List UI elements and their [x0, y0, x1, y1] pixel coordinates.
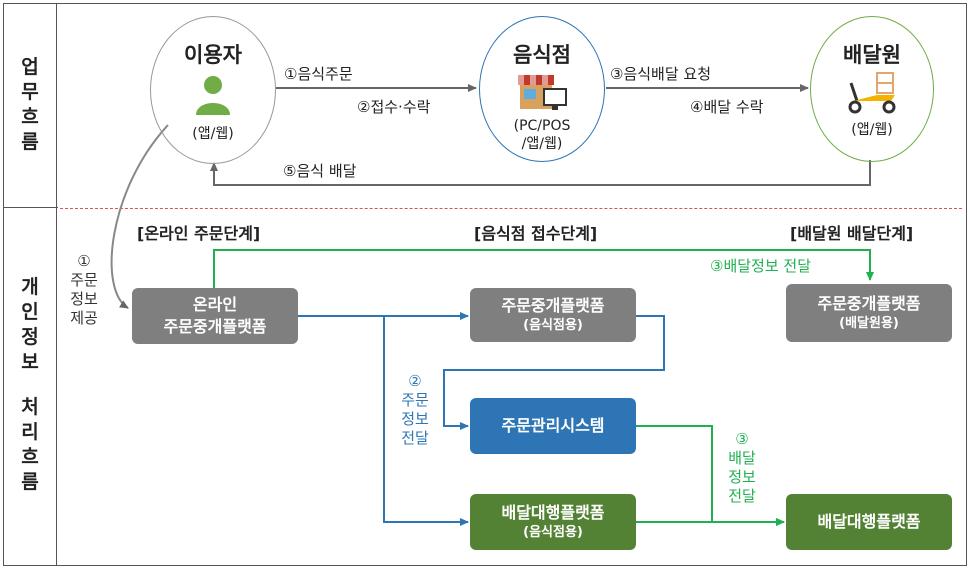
restaurant-sub-line: (PC/POS [513, 118, 571, 134]
label-delivery-info-top: ③배달정보 전달 [710, 257, 812, 275]
label-line: 정보 [70, 290, 98, 308]
side-char: 무 [21, 81, 39, 103]
arrow-user-to-online-platform [110, 124, 169, 309]
side-char: 인 [21, 301, 39, 323]
side-char: 름 [21, 131, 39, 153]
rider-title: 배달원 [843, 43, 901, 67]
box-line2: (음식점용) [523, 318, 583, 333]
diagram-frame [3, 3, 967, 566]
row-divider [3, 207, 58, 208]
side-char: 처 [21, 396, 39, 418]
box-delivery-agency: 배달대행플랫폼 [786, 494, 952, 550]
restaurant-title: 음식점 [513, 43, 571, 67]
stage-rider: [배달원 배달단계] [790, 224, 914, 243]
stage-restaurant: [음식점 접수단계] [474, 224, 598, 243]
label-line: ③ [735, 430, 749, 448]
label-line: 전달 [728, 487, 756, 505]
restaurant-sub: (PC/POS /앱/웹) [514, 117, 571, 153]
side-char: 보 [21, 351, 39, 373]
box-online-platform: 온라인 주문중개플랫폼 [132, 288, 298, 344]
label-line: 제공 [70, 309, 98, 327]
dashed-separator [60, 208, 962, 209]
restaurant-sub-line: /앱/웹) [521, 136, 563, 152]
label-line: ② [408, 372, 422, 390]
box-line1: 온라인 [192, 295, 238, 314]
label-line: 정보 [728, 468, 756, 486]
box-line1: 배달대행플랫폼 [817, 512, 921, 531]
rider-node: 배달원 (앱/웹) [810, 16, 934, 162]
side-char: 흐 [21, 106, 39, 128]
label-line: 배달 [728, 449, 756, 467]
box-line1: 주문관리시스템 [501, 416, 605, 435]
user-sub: (앱/웹) [192, 126, 234, 142]
user-node: 이용자 (앱/웹) [150, 16, 276, 164]
side-char: 름 [21, 471, 39, 493]
side-char: 리 [21, 421, 39, 443]
side-char: 정 [21, 326, 39, 348]
side-char: 업 [21, 56, 39, 78]
label-provide-order-info: ① 주문 정보 제공 [64, 252, 104, 328]
arrow-online-to-rider-platform [213, 249, 874, 288]
box-line2: 주문중개플랫폼 [163, 317, 267, 336]
restaurant-node: 음식점 (PC/POS /앱/웹) [479, 16, 605, 162]
box-line2: (배달원용) [839, 316, 899, 331]
box-line1: 배달대행플랫폼 [501, 503, 605, 522]
side-char: 흐 [21, 446, 39, 468]
box-delivery-agency-restaurant: 배달대행플랫폼 (음식점용) [470, 494, 636, 550]
label-delivery-info-side: ③ 배달 정보 전달 [722, 430, 762, 506]
side-label-business-flow: 업 무 흐 름 [4, 30, 56, 180]
flow-label-rider-accept: ④배달 수락 [690, 98, 764, 116]
flow-label-request: ③음식배달 요청 [610, 65, 712, 83]
person-icon [196, 76, 230, 115]
box-order-platform-rider: 주문중개플랫폼 (배달원용) [786, 284, 952, 342]
box-order-platform-restaurant: 주문중개플랫폼 (음식점용) [470, 288, 636, 342]
arrow-order-platform-to-management [443, 315, 665, 430]
label-line: 전달 [401, 429, 429, 447]
store-icon [518, 75, 567, 110]
label-line: ① [77, 252, 91, 270]
arrow-rider-to-user [210, 160, 871, 186]
label-line: 주문 [70, 271, 98, 289]
column-divider [56, 3, 57, 566]
flow-label-order: ①음식주문 [284, 65, 353, 83]
flow-label-accept: ②접수·수락 [357, 98, 431, 116]
scooter-icon [848, 72, 896, 114]
arrow-online-to-delivery-agency [383, 316, 469, 526]
box-line1: 주문중개플랫폼 [817, 294, 921, 313]
box-order-management: 주문관리시스템 [470, 398, 636, 454]
label-transfer-order-info: ② 주문 정보 전달 [395, 372, 435, 448]
side-label-privacy-flow: 개 인 정 보 처 리 흐 름 [4, 255, 56, 515]
side-char: 개 [21, 276, 39, 298]
rider-sub: (앱/웹) [851, 122, 893, 138]
box-line1: 주문중개플랫폼 [501, 296, 605, 315]
flow-label-delivery: ⑤음식 배달 [283, 162, 357, 180]
label-line: 정보 [401, 410, 429, 428]
user-title: 이용자 [184, 43, 242, 67]
label-line: 주문 [401, 391, 429, 409]
box-line2: (음식점용) [523, 525, 583, 540]
stage-online: [온라인 주문단계] [137, 224, 261, 243]
